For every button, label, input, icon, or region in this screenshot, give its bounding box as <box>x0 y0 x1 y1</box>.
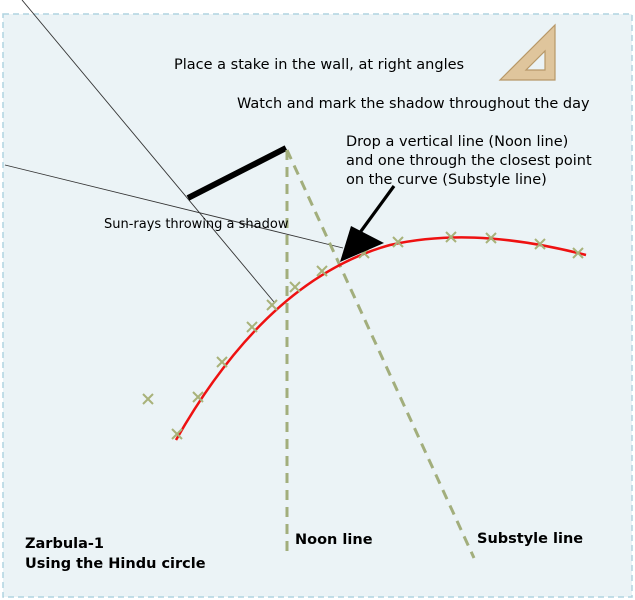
arrow-icon <box>340 185 396 262</box>
instruction-watch: Watch and mark the shadow throughout the… <box>237 96 590 112</box>
set-square-icon <box>498 23 556 81</box>
cross-mark-icon <box>216 356 228 368</box>
cross-mark-icon <box>485 232 497 244</box>
substyle-line <box>285 149 476 559</box>
instruction-stake: Place a stake in the wall, at right angl… <box>174 57 465 73</box>
cross-mark-icon <box>246 321 258 333</box>
cross-mark-icon <box>289 281 301 293</box>
cross-mark-icon <box>445 231 457 243</box>
title-line-1: Zarbula-1 <box>25 536 105 552</box>
cross-mark-icon <box>392 236 404 248</box>
cross-mark-icon <box>316 265 328 277</box>
cross-mark-icon <box>534 238 546 250</box>
cross-mark-icon <box>266 299 278 311</box>
background-panel <box>2 13 633 598</box>
noon-line-label: Noon line <box>295 532 373 548</box>
substyle-line-label: Substyle line <box>477 531 584 547</box>
instruction-drop-3: on the curve (Substyle line) <box>346 172 547 188</box>
shadow-marks <box>142 231 584 440</box>
shadow-curve <box>174 236 587 441</box>
sun-ray-2 <box>4 164 344 249</box>
cross-mark-icon <box>192 391 204 403</box>
cross-mark-icon <box>142 393 154 405</box>
sun-ray-1 <box>21 0 275 303</box>
cross-mark-icon <box>171 428 183 440</box>
instruction-drop-2: and one through the closest point <box>346 153 592 169</box>
sun-rays-label: Sun-rays throwing a shadow <box>104 217 289 232</box>
stake <box>186 145 288 201</box>
cross-mark-icon <box>572 247 584 259</box>
title-line-2: Using the Hindu circle <box>25 556 206 572</box>
instruction-drop-1: Drop a vertical line (Noon line) <box>346 134 569 150</box>
